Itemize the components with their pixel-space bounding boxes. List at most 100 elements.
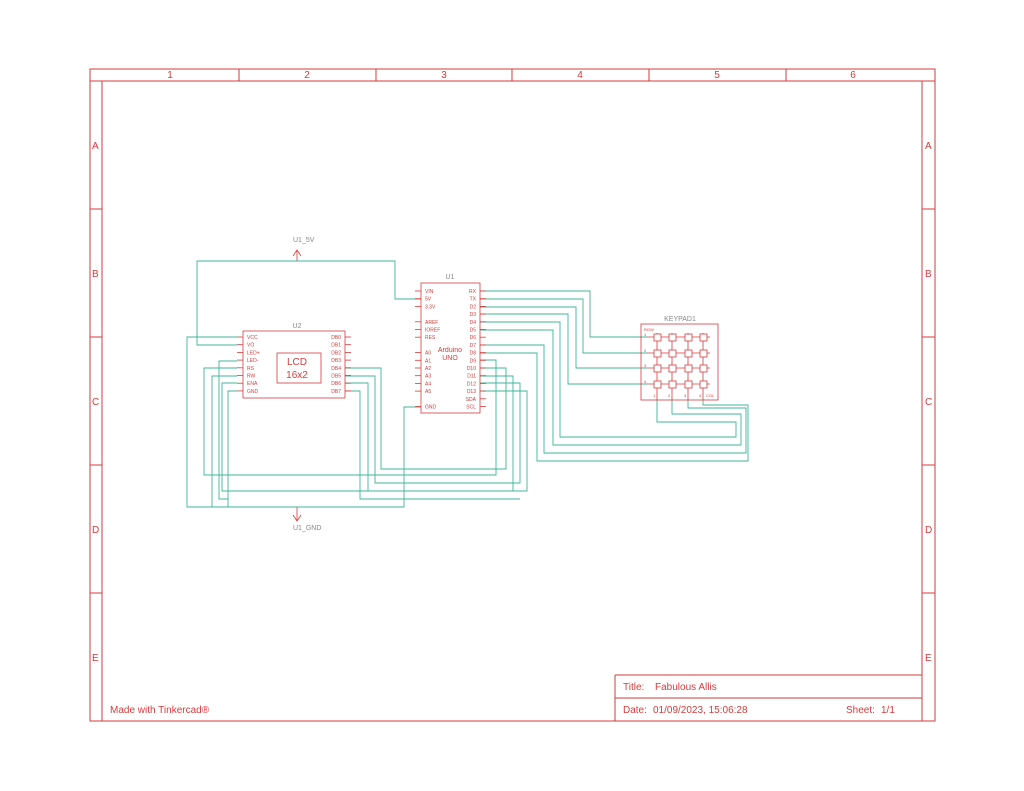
arduino-left-pin-label: A0 — [425, 351, 431, 357]
keypad-row-label: ROW — [644, 327, 654, 332]
lcd-left-pin-label: GND — [247, 389, 259, 395]
arduino-right-pin-label: D5 — [470, 328, 477, 334]
arduino-left-pin-label: 3.3V — [425, 304, 436, 310]
arduino-ref: U1 — [446, 274, 455, 281]
arduino-right-pin-label: D12 — [467, 381, 476, 387]
ground-symbol: U1_GND — [292, 507, 321, 532]
keypad-key — [699, 333, 708, 342]
keypad-row-number: 1 — [644, 332, 647, 337]
keypad-key — [653, 333, 662, 342]
keypad-row-number: 2 — [644, 348, 647, 353]
lcd-right-pin-label: DB3 — [331, 358, 341, 364]
keypad-col-label: COL — [706, 393, 715, 398]
arduino-left-pin-label: 5V — [425, 297, 432, 303]
arduino-right-pin-label: D3 — [470, 312, 477, 318]
arduino-title-line2: UNO — [442, 355, 458, 362]
row-label-d-right: D — [925, 525, 932, 536]
arduino-left-pin-label: A5 — [425, 389, 431, 395]
keypad-col-number: 1 — [653, 393, 656, 398]
row-label-e-right: E — [925, 653, 932, 664]
keypad-key — [653, 364, 662, 373]
lcd-left-pin-label: LED+ — [247, 350, 260, 356]
keypad-key — [699, 380, 708, 389]
lcd-title-line2: 16x2 — [286, 370, 308, 381]
lcd-left-pin-label: VO — [247, 343, 254, 349]
keypad-col-number: 4 — [699, 393, 702, 398]
arduino-right-pin-label: SDA — [466, 397, 477, 403]
arduino-right-pin-label: SCL — [466, 405, 476, 411]
arduino-left-pin-label: VIN — [425, 289, 434, 295]
row-label-a-left: A — [92, 141, 99, 152]
title-value: Fabulous Allis — [655, 682, 717, 693]
inner-frame — [101, 80, 923, 722]
lcd-right-pin-label: DB2 — [331, 350, 341, 356]
title-block: Title: Fabulous Allis Date: 01/09/2023, … — [614, 674, 922, 721]
date-value: 01/09/2023, 15:06:28 — [653, 705, 748, 716]
lcd-right-pin-label: DB1 — [331, 343, 341, 349]
keypad-key — [699, 364, 708, 373]
keypad-key — [668, 333, 677, 342]
keypad-row-number: 3 — [644, 363, 647, 368]
keypad-key — [668, 364, 677, 373]
date-label: Date: — [623, 705, 647, 716]
keypad-4x4: KEYPAD1 ROW COL 1 2 3 4 1 2 3 4 — [640, 316, 719, 401]
arduino-left-pin-label: GND — [425, 405, 437, 411]
sheet-value: 1/1 — [881, 705, 895, 716]
arduino-right-pin-label: D10 — [467, 366, 476, 372]
keypad-key — [684, 349, 693, 358]
arduino-left-pin-label: A4 — [425, 381, 431, 387]
arduino-left-pin-label: A2 — [425, 366, 431, 372]
lcd-left-pin-label: LED- — [247, 358, 259, 364]
row-label-d-left: D — [92, 525, 99, 536]
keypad-key — [668, 380, 677, 389]
keypad-key — [668, 349, 677, 358]
keypad-key — [684, 364, 693, 373]
row-label-a-right: A — [925, 141, 932, 152]
lcd-left-pin-label: ENA — [247, 381, 258, 387]
title-label: Title: — [623, 682, 644, 693]
keypad-ref: KEYPAD1 — [664, 316, 696, 323]
keypad-key — [653, 349, 662, 358]
arduino-title-line1: Arduino — [438, 347, 462, 354]
keypad-key — [684, 380, 693, 389]
row-label-c-left: C — [92, 397, 99, 408]
keypad-key — [684, 333, 693, 342]
wires — [186, 260, 749, 508]
arduino-right-pin-label: D13 — [467, 389, 476, 395]
lcd-ref: U2 — [293, 323, 302, 330]
row-dividers — [90, 208, 935, 594]
lcd-left-pin-label: VCC — [247, 335, 258, 341]
arduino-left-pin-label: IOREF — [425, 328, 440, 334]
keypad-col-number: 3 — [684, 393, 687, 398]
keypad-row-number: 4 — [644, 379, 647, 384]
arduino-left-pin-label: AREF — [425, 320, 438, 326]
arduino-right-pin-label: TX — [470, 297, 477, 303]
row-label-b-left: B — [92, 269, 99, 280]
lcd-right-pin-label: DB7 — [331, 389, 341, 395]
lcd-right-pin-label: DB0 — [331, 335, 341, 341]
lcd-right-pin-label: DB4 — [331, 366, 341, 372]
arduino-right-pin-label: D9 — [470, 358, 477, 364]
keypad-col-number: 2 — [668, 393, 671, 398]
arduino-right-pin-label: RX — [469, 289, 477, 295]
tinkercad-brand: Made with Tinkercad® — [110, 705, 210, 716]
arduino-right-pin-label: D6 — [470, 335, 477, 341]
lcd-title-line1: LCD — [287, 357, 307, 368]
column-label-6: 6 — [850, 70, 856, 81]
lcd-left-pin-label: RS — [247, 366, 255, 372]
arduino-left-pin-label: A1 — [425, 358, 431, 364]
arduino-left-pin-label: RES — [425, 335, 436, 341]
outer-frame — [89, 68, 936, 722]
column-dividers — [238, 69, 787, 81]
lcd-right-pin-label: DB6 — [331, 381, 341, 387]
column-label-5: 5 — [714, 70, 720, 81]
arduino-right-pin-label: D8 — [470, 351, 477, 357]
keypad-key — [653, 380, 662, 389]
arduino-right-pin-label: D11 — [467, 374, 476, 380]
column-label-3: 3 — [441, 70, 447, 81]
column-label-4: 4 — [577, 70, 583, 81]
ground-net-label: U1_GND — [293, 525, 321, 532]
arduino-right-pin-label: D4 — [470, 320, 477, 326]
